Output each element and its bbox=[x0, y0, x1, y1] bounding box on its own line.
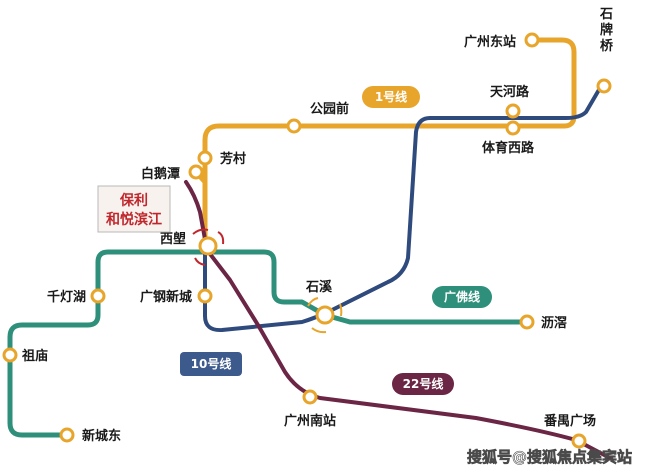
station-marker-baietan bbox=[188, 164, 204, 180]
guangfo-line-path bbox=[7, 249, 525, 438]
station-marker-fangcun bbox=[197, 150, 213, 166]
guangfo-tag-label: 广佛线 bbox=[444, 289, 480, 304]
station-label-shipaiqiao: 石牌桥 bbox=[599, 7, 614, 54]
station-marker-xinchengdong bbox=[59, 427, 75, 443]
shixi-interchange bbox=[307, 297, 343, 334]
xilang-interchange bbox=[192, 228, 225, 266]
station-label-guangzhou-east: 广州东站 bbox=[464, 34, 516, 50]
station-marker-guangzhou-east bbox=[524, 32, 540, 48]
station-label-qiandenghu: 千灯湖 bbox=[47, 289, 86, 305]
watermark-text: 搜狐号@搜狐焦点集宾站 bbox=[467, 448, 632, 466]
project-label: 保利 和悦滨江 bbox=[97, 185, 171, 233]
station-marker-lijiao bbox=[519, 314, 535, 330]
station-label-guangzhou-south: 广州南站 bbox=[284, 413, 336, 429]
station-marker-tianhe-road bbox=[505, 103, 521, 119]
line22-path bbox=[184, 180, 612, 460]
station-label-guanggang-xincheng: 广钢新城 bbox=[140, 289, 192, 305]
project-label-subname: 和悦滨江 bbox=[106, 211, 162, 228]
line10-tag: 10号线 bbox=[180, 352, 242, 376]
line1-tag: 1号线 bbox=[362, 86, 420, 108]
station-label-lijiao: 沥滘 bbox=[541, 316, 567, 331]
station-marker-guanggang-xincheng bbox=[197, 288, 213, 304]
station-marker-zumiao bbox=[2, 347, 18, 363]
station-marker-qiandenghu bbox=[90, 288, 106, 304]
line22-tag: 22号线 bbox=[392, 373, 454, 395]
guangfo-tag: 广佛线 bbox=[432, 286, 492, 308]
station-label-zumiao: 祖庙 bbox=[21, 348, 48, 364]
line10-path bbox=[203, 86, 602, 333]
station-label-gongyuanqian: 公园前 bbox=[310, 101, 349, 117]
station-label-xinchengdong: 新城东 bbox=[82, 428, 121, 444]
line1-path bbox=[193, 37, 577, 185]
station-marker-guangzhou-south bbox=[302, 389, 318, 405]
station-marker-panyu-square bbox=[571, 433, 587, 449]
line1-tag-label: 1号线 bbox=[375, 89, 407, 104]
line10-tag-label: 10号线 bbox=[191, 356, 232, 371]
station-label-baietan: 白鹅潭 bbox=[141, 166, 180, 182]
station-marker-gongyuanqian bbox=[286, 118, 302, 134]
station-marker-shipaiqiao bbox=[596, 78, 612, 94]
station-label-panyu-square: 番禺广场 bbox=[543, 413, 596, 429]
station-label-xilang: 西塱 bbox=[160, 231, 186, 247]
station-label-tiyu-xilu: 体育西路 bbox=[482, 140, 535, 156]
project-label-name: 保利 bbox=[119, 192, 148, 209]
station-label-shixi: 石溪 bbox=[305, 279, 333, 295]
station-label-tianhe-road: 天河路 bbox=[490, 84, 530, 100]
station-marker-tiyu-xilu bbox=[505, 120, 521, 136]
line22-tag-label: 22号线 bbox=[403, 376, 444, 391]
station-label-fangcun: 芳村 bbox=[220, 151, 246, 167]
